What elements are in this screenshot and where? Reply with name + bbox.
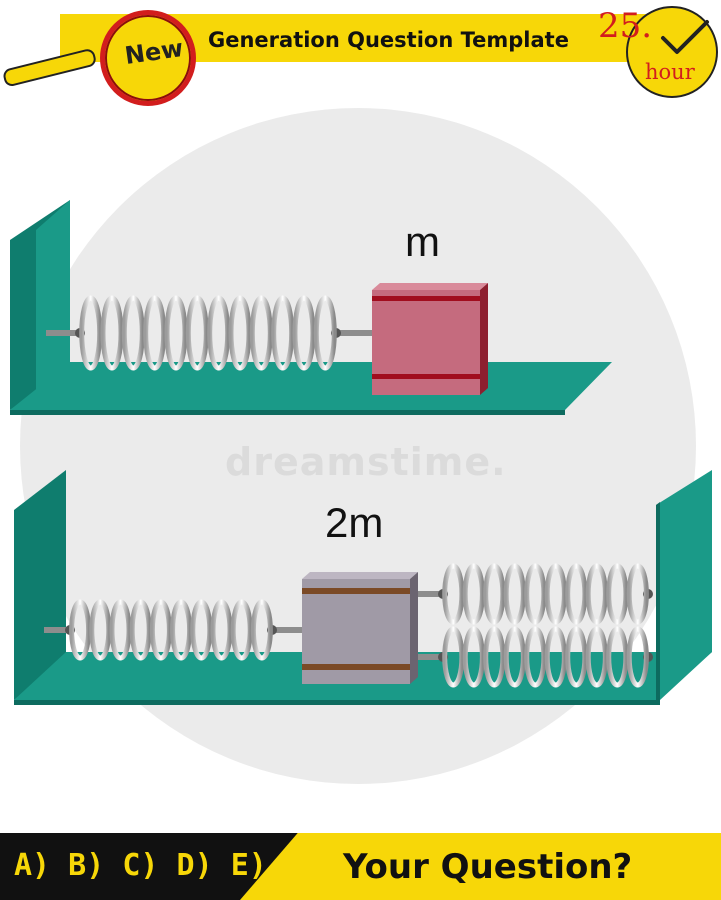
spring-coil [483,563,506,625]
spring-coil [228,295,252,371]
spring-coil [483,626,506,688]
spring-coil [626,563,649,625]
spring-coil [524,563,547,625]
mass-block-m [372,283,488,395]
spring-coil [210,599,233,661]
spring-coil [442,563,465,625]
spring-coil [442,626,465,688]
spring-coil [565,563,588,625]
spring-coil [190,599,213,661]
spring-coil [503,563,526,625]
spring-coil [524,626,547,688]
mass-block-2m [302,572,418,684]
bottom-right-spring-upper [418,563,653,625]
spring-coil [544,563,567,625]
spring-coil [462,626,485,688]
page-title: Generation Question Template [208,28,569,52]
spring-coil [271,295,295,371]
spring-coil [143,295,167,371]
spring-coil [230,599,253,661]
spring-coil [313,295,337,371]
top-spring [46,295,375,371]
spring-coil [79,295,103,371]
mass-label-2m: 2m [325,499,384,546]
spring-coil [249,295,273,371]
bottom-right-spring-lower [418,626,653,688]
spring-coil [606,626,629,688]
mass-label-m: m [405,218,440,265]
spring-coil [292,295,316,371]
watermark: dreamstime. [225,440,507,484]
spring-coil [585,563,608,625]
spring-coil [462,563,485,625]
counter-number: 25. [598,6,653,46]
spring-coil [100,295,124,371]
question-text: Your Question? [343,847,633,887]
spring-coil [170,599,193,661]
spring-coil [109,599,132,661]
spring-coil [606,563,629,625]
spring-coil [89,599,112,661]
spring-coil [544,626,567,688]
spring-coil [207,295,231,371]
spring-coil [585,626,608,688]
counter-unit: hour [645,60,695,84]
spring-coil [503,626,526,688]
footer-question-band [240,833,721,900]
spring-coil [149,599,172,661]
bottom-left-spring [44,599,303,661]
answer-options: A) B) C) D) E) [14,848,267,883]
checkmark-icon [661,20,709,54]
spring-coil [250,599,273,661]
clock-icon [626,6,718,98]
spring-coil [69,599,92,661]
spring-coil [129,599,152,661]
magnifier-icon [100,10,196,106]
spring-coil [164,295,188,371]
spring-coil [626,626,649,688]
spring-coil [121,295,145,371]
spring-coil [565,626,588,688]
spring-coil [185,295,209,371]
